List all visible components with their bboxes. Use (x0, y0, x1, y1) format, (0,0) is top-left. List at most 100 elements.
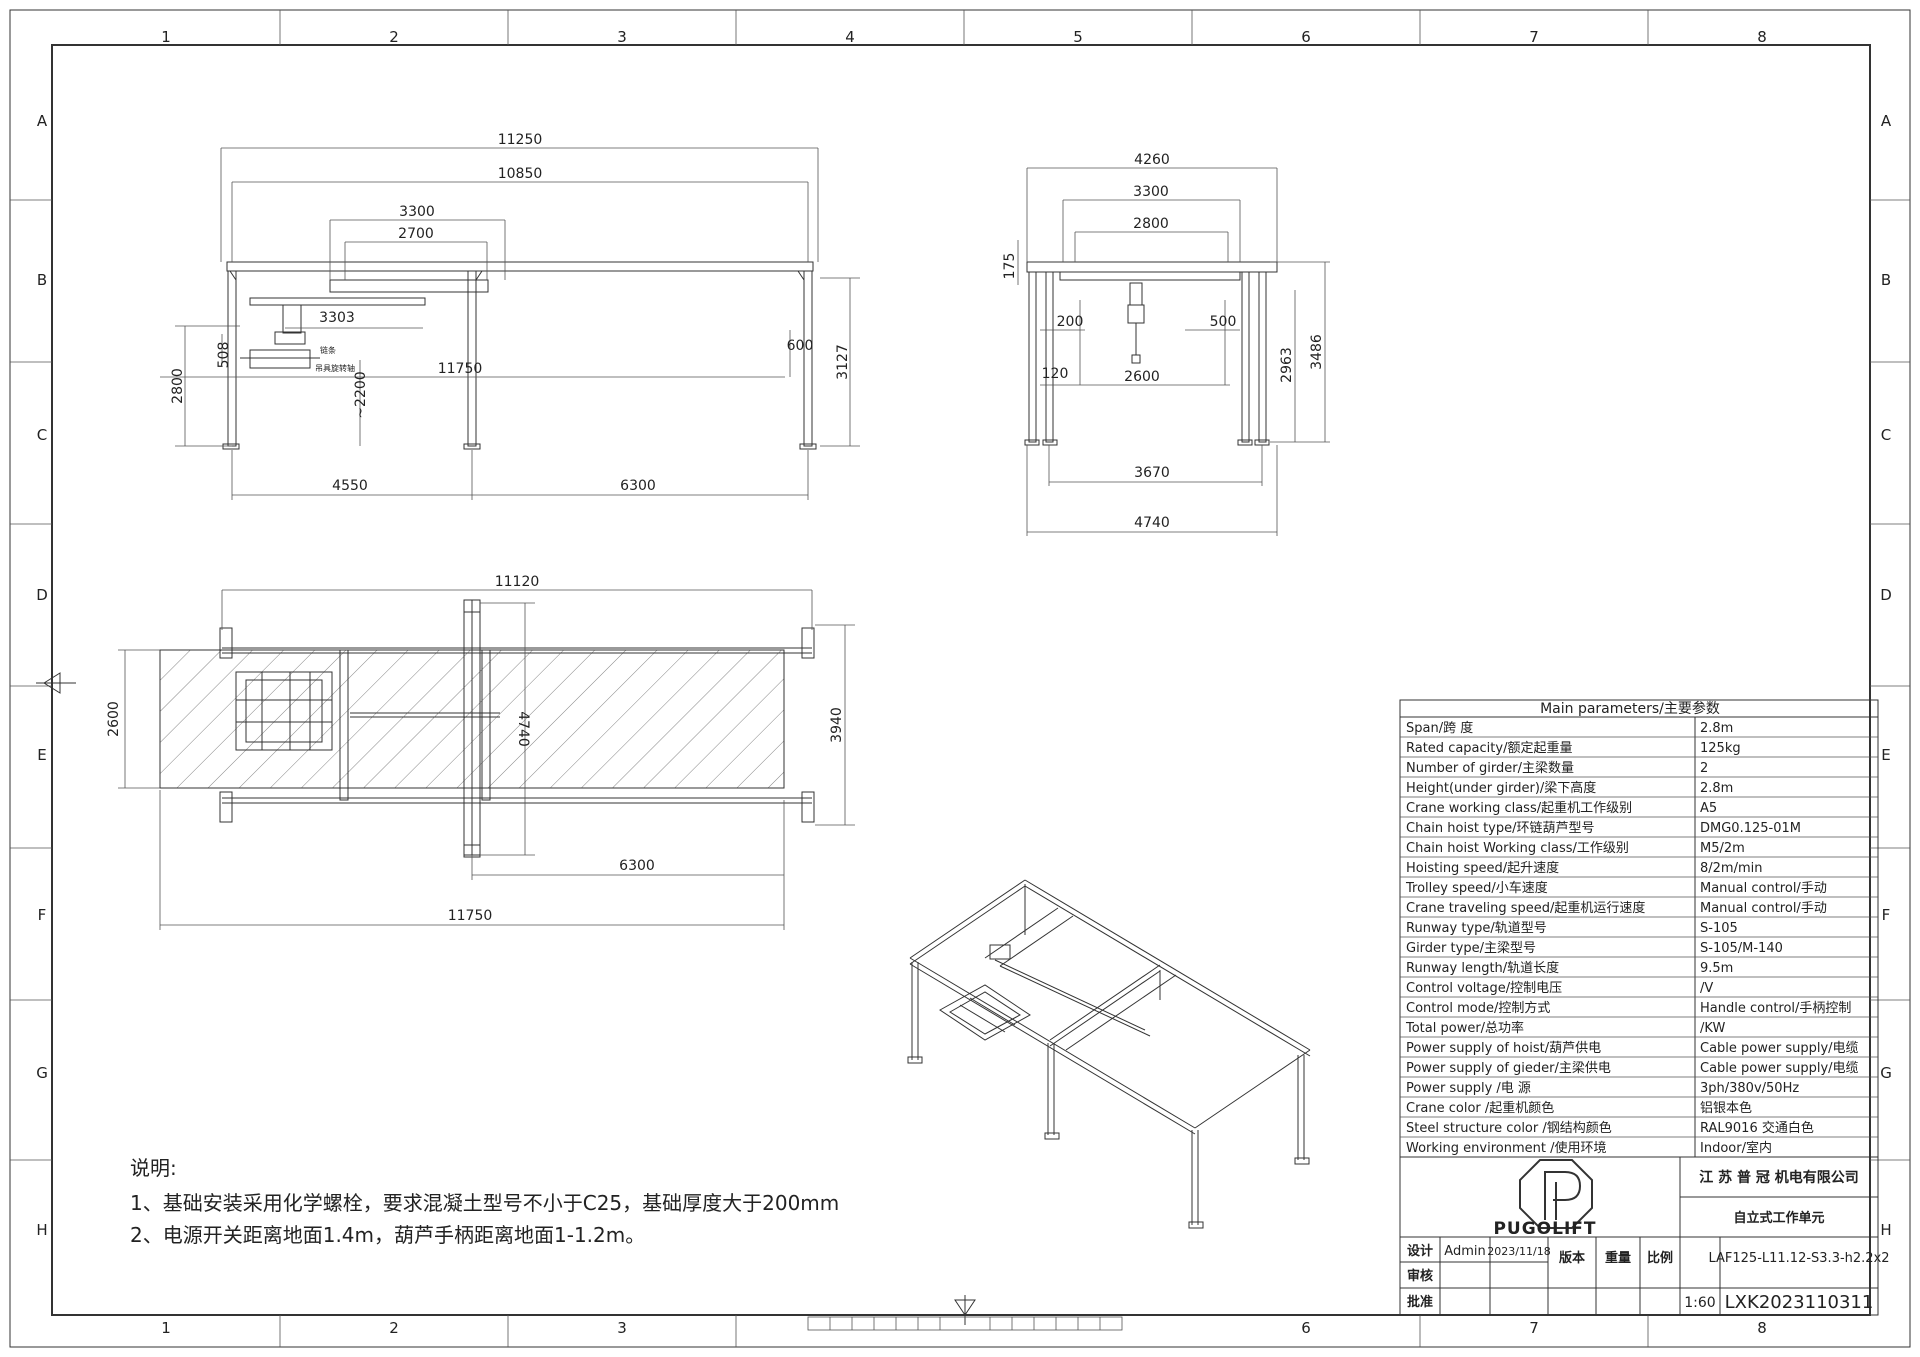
col-label-6-top: 6 (1301, 28, 1311, 46)
dim-2700: 2700 (398, 226, 434, 242)
row-label-a-right: A (1881, 112, 1892, 130)
dim-3486: 3486 (1309, 334, 1325, 370)
dim-10850: 10850 (498, 166, 543, 182)
row-label-f-left: F (38, 906, 47, 924)
parameter-label: Crane working class/起重机工作级别 (1406, 800, 1632, 816)
parameter-label: Power supply /电 源 (1406, 1081, 1531, 1096)
centering-marks (36, 672, 1123, 1331)
dim-120: 120 (1042, 366, 1069, 382)
row-grid: A B C D E F G H A B C D E F G H (10, 112, 1910, 1239)
parameter-label: Trolley speed/小车速度 (1405, 880, 1548, 896)
dim-3670: 3670 (1134, 465, 1170, 481)
dim-200: 200 (1057, 314, 1084, 330)
dim-3940: 3940 (829, 707, 845, 743)
parameter-value: Manual control/手动 (1700, 901, 1827, 916)
parameter-label: Girder type/主梁型号 (1406, 941, 1536, 956)
parameter-value: Cable power supply/电缆 (1700, 1040, 1859, 1056)
side-view: 11250 10850 3300 2700 3303 508 2800 ~220… (160, 132, 860, 500)
dim-2600-plan: 2600 (106, 701, 122, 737)
row-label-h-right: H (1880, 1221, 1891, 1239)
drawing-number: LXK2023110311 (1725, 1292, 1874, 1313)
row-label-b-right: B (1881, 271, 1891, 289)
col-label-3-top: 3 (617, 28, 627, 46)
note-line-2: 2、电源开关距离地面1.4m，葫芦手柄距离地面1-1.2m。 (130, 1223, 645, 1247)
label-weight: 重量 (1605, 1250, 1631, 1266)
isometric-view (907, 879, 1311, 1229)
parameter-label: Power supply of hoist/葫芦供电 (1406, 1041, 1601, 1056)
parameter-label: Number of girder/主梁数量 (1406, 761, 1574, 776)
dim-508: 508 (216, 342, 232, 369)
dim-4740-end: 4740 (1134, 515, 1170, 531)
parameter-label: Total power/总功率 (1405, 1020, 1524, 1036)
row-label-b-left: B (37, 271, 47, 289)
parameter-label: Working environment /使用环境 (1406, 1140, 1606, 1156)
col-label-8-top: 8 (1757, 28, 1767, 46)
parameter-value: M5/2m (1700, 841, 1745, 856)
design-date: 2023/11/18 (1487, 1245, 1550, 1258)
dim-4260: 4260 (1134, 152, 1170, 168)
parameter-value: 2.8m (1700, 721, 1733, 736)
tag-rotation-axis: 吊具旋转轴 (315, 363, 355, 373)
parameter-label: Power supply of gieder/主梁供电 (1406, 1061, 1611, 1076)
label-version: 版本 (1559, 1250, 1585, 1266)
dim-2963: 2963 (1279, 347, 1295, 383)
row-label-c-left: C (37, 426, 47, 444)
col-label-6-bottom: 6 (1301, 1319, 1311, 1337)
parameter-value: Manual control/手动 (1700, 881, 1827, 896)
col-label-5-top: 5 (1073, 28, 1083, 46)
end-view: 4260 3300 2800 175 200 500 120 2600 2963… (1002, 152, 1330, 536)
label-review: 审核 (1407, 1268, 1433, 1284)
parameter-label: Hoisting speed/起升速度 (1406, 860, 1559, 876)
tag-chain: 链条 (320, 345, 336, 355)
dim-2800-end: 2800 (1133, 216, 1169, 232)
col-label-7-top: 7 (1529, 28, 1539, 46)
parameter-value: Handle control/手柄控制 (1700, 1001, 1851, 1016)
dim-11120: 11120 (495, 574, 540, 590)
parameters-header: Main parameters/主要参数 (1540, 700, 1720, 717)
parameter-label: Height(under girder)/梁下高度 (1406, 780, 1596, 796)
parameter-label: Rated capacity/额定起重量 (1406, 740, 1572, 756)
dim-2600-end: 2600 (1124, 369, 1160, 385)
note-line-1: 1、基础安装采用化学螺栓，要求混凝土型号不小于C25，基础厚度大于200mm (130, 1191, 839, 1215)
parameter-label: Control mode/控制方式 (1406, 1000, 1550, 1016)
row-label-f-right: F (1882, 906, 1891, 924)
notes-title: 说明: (130, 1156, 177, 1180)
plan-view: 11120 2600 4740 3940 6300 11750 (106, 574, 855, 930)
parameter-value: 3ph/380v/50Hz (1700, 1081, 1799, 1096)
dim-11250: 11250 (498, 132, 543, 148)
parameter-value: RAL9016 交通白色 (1700, 1120, 1814, 1136)
col-label-8-bottom: 8 (1757, 1319, 1767, 1337)
col-label-7-bottom: 7 (1529, 1319, 1539, 1337)
dim-500: 500 (1210, 314, 1237, 330)
product-name: 自立式工作单元 (1733, 1210, 1824, 1226)
parameter-value: 9.5m (1700, 961, 1733, 976)
dim-4550: 4550 (332, 478, 368, 494)
dim-3303: 3303 (319, 310, 355, 326)
dim-2200: ~2200 (353, 371, 369, 418)
parameter-value: DMG0.125-01M (1700, 821, 1801, 836)
col-label-3-bottom: 3 (617, 1319, 627, 1337)
parameter-label: Steel structure color /钢结构颜色 (1406, 1120, 1612, 1136)
dim-2800: 2800 (170, 368, 186, 404)
parameter-value: S-105 (1700, 921, 1738, 936)
col-label-2-bottom: 2 (389, 1319, 399, 1337)
dim-11750: 11750 (438, 361, 483, 377)
parameter-value: 8/2m/min (1700, 861, 1762, 876)
col-label-1-bottom: 1 (161, 1319, 171, 1337)
col-label-2-top: 2 (389, 28, 399, 46)
scale-value: 1:60 (1684, 1295, 1715, 1311)
logo-text: PUGOLIFT (1493, 1219, 1596, 1239)
dim-11750-plan: 11750 (448, 908, 493, 924)
parameter-value: A5 (1700, 801, 1717, 816)
row-label-d-right: D (1880, 586, 1892, 604)
dim-3127: 3127 (835, 344, 851, 380)
dim-175: 175 (1002, 253, 1018, 280)
row-label-d-left: D (36, 586, 48, 604)
company-name: 江 苏 普 冠 机电有限公司 (1699, 1169, 1859, 1186)
dim-4740-plan: 4740 (515, 711, 531, 747)
parameter-label: Chain hoist Working class/工作级别 (1406, 841, 1629, 856)
parameter-label: Control voltage/控制电压 (1406, 981, 1562, 996)
dim-6300-plan: 6300 (619, 858, 655, 874)
